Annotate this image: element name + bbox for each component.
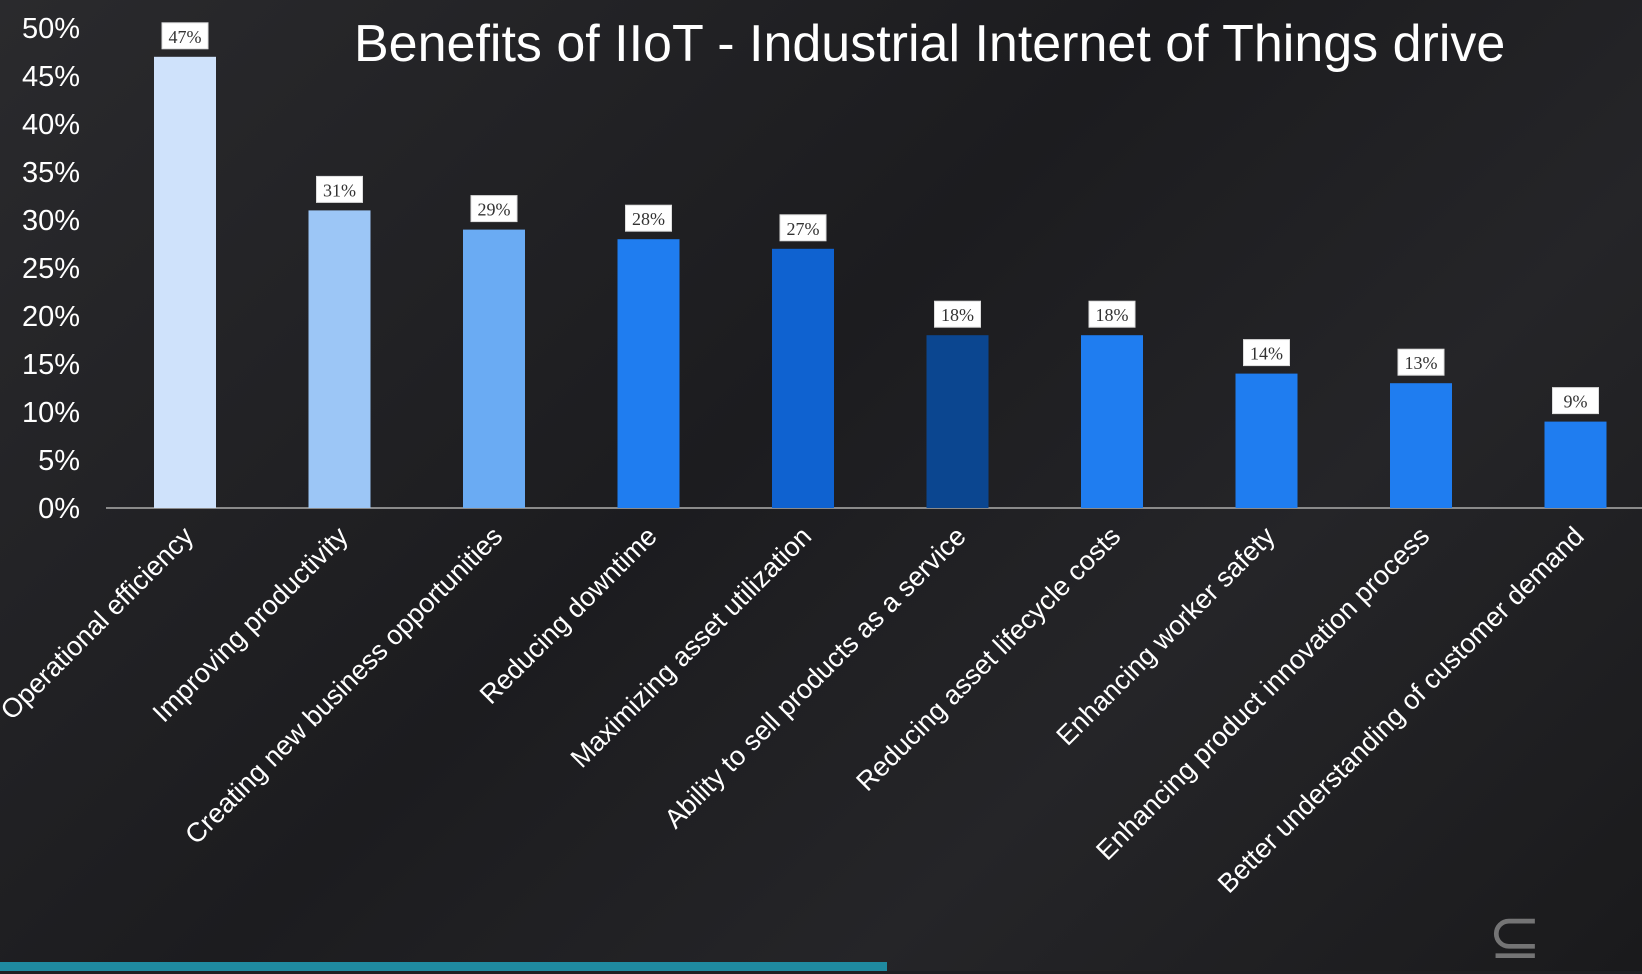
data-label-box [1552, 387, 1599, 415]
data-label-box [1397, 348, 1445, 376]
bar [308, 210, 371, 508]
data-label-box [470, 195, 518, 223]
data-label: 29% [478, 200, 511, 220]
data-label: 47% [169, 27, 202, 47]
x-tick-label: Better understanding of customer demand [1212, 521, 1590, 899]
y-tick-label: 30% [22, 205, 80, 237]
bar [1235, 373, 1298, 508]
y-tick-label: 0% [38, 493, 80, 525]
bar [463, 229, 525, 508]
bar [926, 335, 989, 508]
bar [772, 248, 834, 509]
data-label: 18% [1096, 305, 1129, 325]
chart-title: Benefits of IIoT - Industrial Internet o… [354, 15, 1506, 73]
data-label: 27% [787, 219, 820, 239]
data-label-box [316, 175, 363, 203]
x-tick-label: Reducing asset lifecycle costs [850, 521, 1126, 797]
brand-logo-icon: ⊆ [1488, 900, 1542, 974]
bar [617, 239, 680, 508]
data-label: 31% [323, 180, 356, 200]
y-tick-label: 45% [22, 61, 80, 93]
x-tick-label: Enhancing product innovation process [1090, 521, 1435, 866]
data-label: 14% [1250, 344, 1283, 364]
y-tick-label: 50% [22, 13, 80, 45]
y-tick-label: 35% [22, 157, 80, 189]
data-label-box [1243, 339, 1290, 367]
y-tick-label: 5% [38, 445, 80, 477]
data-label-box [161, 22, 209, 50]
bar [1390, 383, 1452, 508]
x-tick-label: Ability to sell products as a service [659, 521, 972, 834]
bar [1544, 421, 1607, 508]
y-tick-label: 10% [22, 397, 80, 429]
data-label: 13% [1405, 353, 1438, 373]
data-label: 18% [941, 305, 974, 325]
y-tick-label: 20% [22, 301, 80, 333]
data-label-box [1088, 300, 1136, 328]
y-tick-label: 40% [22, 109, 80, 141]
y-tick-label: 15% [22, 349, 80, 381]
data-label-box [625, 204, 672, 232]
y-tick-label: 25% [22, 253, 80, 285]
bar [154, 56, 216, 509]
data-label-box [779, 214, 827, 242]
bar [1081, 335, 1143, 508]
data-label: 9% [1564, 392, 1588, 412]
x-tick-label: Creating new business opportunities [179, 521, 508, 850]
data-label-box [934, 300, 981, 328]
data-label: 28% [632, 209, 665, 229]
accent-bar [0, 962, 887, 971]
